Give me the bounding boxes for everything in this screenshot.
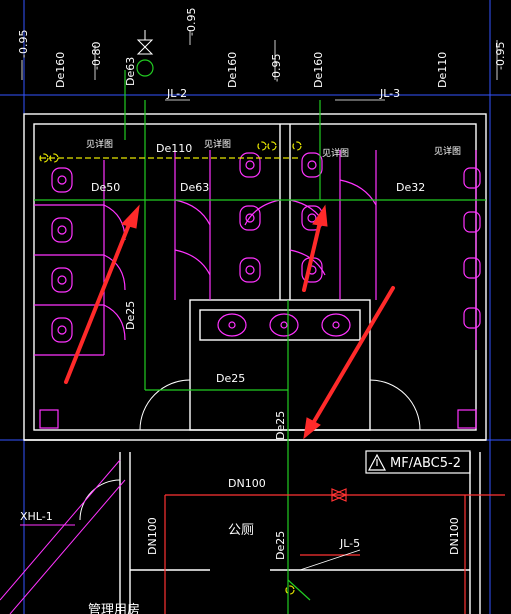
fire-main <box>164 488 505 614</box>
extinguisher-icon <box>365 450 471 474</box>
pipe-label-de160-a: De160 <box>54 52 67 88</box>
riser-label-xhl1: XHL-1 <box>20 510 53 523</box>
pipe-label-de25-mid: De25 <box>216 372 245 385</box>
elevation-label-2: -0.80 <box>90 42 103 70</box>
pipe-label-de50: De50 <box>91 181 120 194</box>
xhl-leader <box>0 459 126 614</box>
water-pipes <box>34 59 486 614</box>
pipe-label-de110-top: De110 <box>436 52 449 88</box>
doors <box>79 379 421 521</box>
cleanout-note-4: 见详图 <box>434 145 461 157</box>
leader-lines <box>21 30 498 571</box>
annotation-arrows <box>64 204 395 440</box>
pipe-label-de160-c: De160 <box>312 52 325 88</box>
pipe-label-de63: De63 <box>180 181 209 194</box>
drain-pipe <box>39 141 302 595</box>
elevation-label-5: -0.95 <box>494 42 507 70</box>
pipe-label-dn100-right: DN100 <box>448 517 461 555</box>
cleanout-note-2: 见详图 <box>204 138 231 150</box>
valve-icon <box>136 30 154 55</box>
elevation-label-1: -0.95 <box>17 30 30 58</box>
room-label-bottom: 管理用房 <box>88 602 140 614</box>
pipe-label-de25-bottom: De25 <box>274 531 287 560</box>
pipe-label-de25-left: De25 <box>124 301 137 330</box>
extinguisher-label: MF/ABC5-2 <box>390 456 461 471</box>
cleanout-note-1: 见详图 <box>86 138 113 150</box>
riser-label-jl5: JL-5 <box>339 537 360 550</box>
pipe-label-dn100-left: DN100 <box>146 517 159 555</box>
riser-label-jl3: JL-3 <box>379 87 400 100</box>
pipe-label-dn100: DN100 <box>228 477 266 490</box>
elevation-label-4: -0.95 <box>270 54 283 82</box>
pipe-label-de32: De32 <box>396 181 425 194</box>
walls <box>23 113 487 614</box>
elevation-label-3: -0.95 <box>185 8 198 36</box>
room-label-public-toilet: 公厕 <box>228 523 254 538</box>
pipe-label-de63-top: De63 <box>124 57 137 86</box>
toilet-stalls <box>34 150 477 429</box>
cleanout-note-3: 见详图 <box>322 147 349 159</box>
riser-label-jl2: JL-2 <box>166 87 187 100</box>
pipe-label-de110: De110 <box>156 142 192 155</box>
squat-pans <box>51 152 481 343</box>
wash-basins <box>217 313 351 337</box>
pipe-label-de160-b: De160 <box>226 52 239 88</box>
pipe-label-de25-center: De25 <box>274 411 287 440</box>
